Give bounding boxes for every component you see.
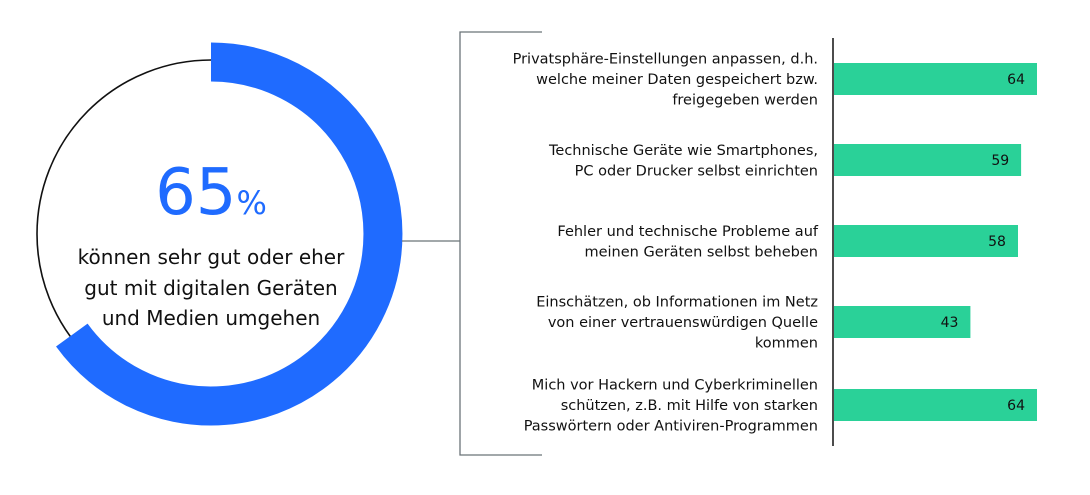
bar-series: 64 Privatsphäre-Einstellungen anpassen, d… — [513, 52, 1037, 435]
category-label: Mich vor Hackern und Cyberkriminellen — [532, 378, 818, 394]
category-label: PC oder Drucker selbst einrichten — [575, 163, 818, 179]
category-label: Fehler und technische Probleme auf — [557, 224, 818, 240]
category-label: Privatsphäre-Einstellungen anpassen, d.h… — [513, 52, 818, 68]
summary-value-unit: % — [237, 184, 267, 222]
bracket-line — [402, 31, 542, 456]
bracket-connector — [402, 31, 542, 456]
bar-value-label: 64 — [1007, 398, 1025, 414]
donut-value-arc — [56, 42, 403, 426]
bar — [834, 389, 1037, 421]
bar — [834, 144, 1022, 176]
bar — [834, 225, 1018, 257]
bar-value-label: 43 — [941, 315, 959, 331]
bar-value-label: 64 — [1007, 72, 1025, 88]
category-label: von einer vertrauenswürdigen Quelle — [548, 315, 818, 331]
summary-value-number: 65 — [155, 156, 236, 230]
category-label: schützen, z.B. mit Hilfe von starken — [561, 398, 818, 414]
donut-chart: 65% können sehr gut oder eher gut mit di… — [36, 42, 403, 426]
bar-value-label: 58 — [988, 234, 1006, 250]
summary-caption-line: können sehr gut oder eher — [78, 245, 345, 269]
bar — [834, 63, 1037, 95]
summary-value: 65% — [155, 156, 267, 230]
summary-caption-line: gut mit digitalen Geräten — [84, 276, 337, 300]
category-label: Technische Geräte wie Smartphones, — [548, 143, 818, 159]
category-label: freigegeben werden — [672, 93, 818, 109]
bar — [834, 306, 971, 338]
category-label: welche meiner Daten gespeichert bzw. — [536, 72, 818, 88]
category-label: Passwörtern oder Antiviren-Programmen — [524, 419, 818, 435]
bar-value-label: 59 — [991, 153, 1009, 169]
category-label: meinen Geräten selbst beheben — [584, 244, 818, 260]
category-label: Einschätzen, ob Informationen im Netz — [536, 295, 818, 311]
category-label: kommen — [755, 336, 818, 352]
summary-caption-line: und Medien umgehen — [102, 306, 320, 330]
